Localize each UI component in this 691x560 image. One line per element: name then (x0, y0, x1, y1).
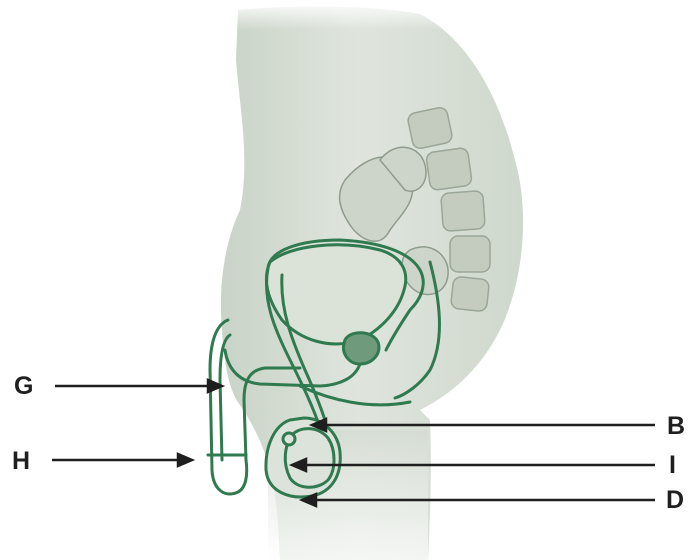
label-b: B (667, 414, 685, 439)
label-d: D (666, 488, 684, 513)
label-i: I (669, 453, 676, 478)
label-h: H (12, 449, 30, 474)
label-g: G (14, 374, 33, 399)
